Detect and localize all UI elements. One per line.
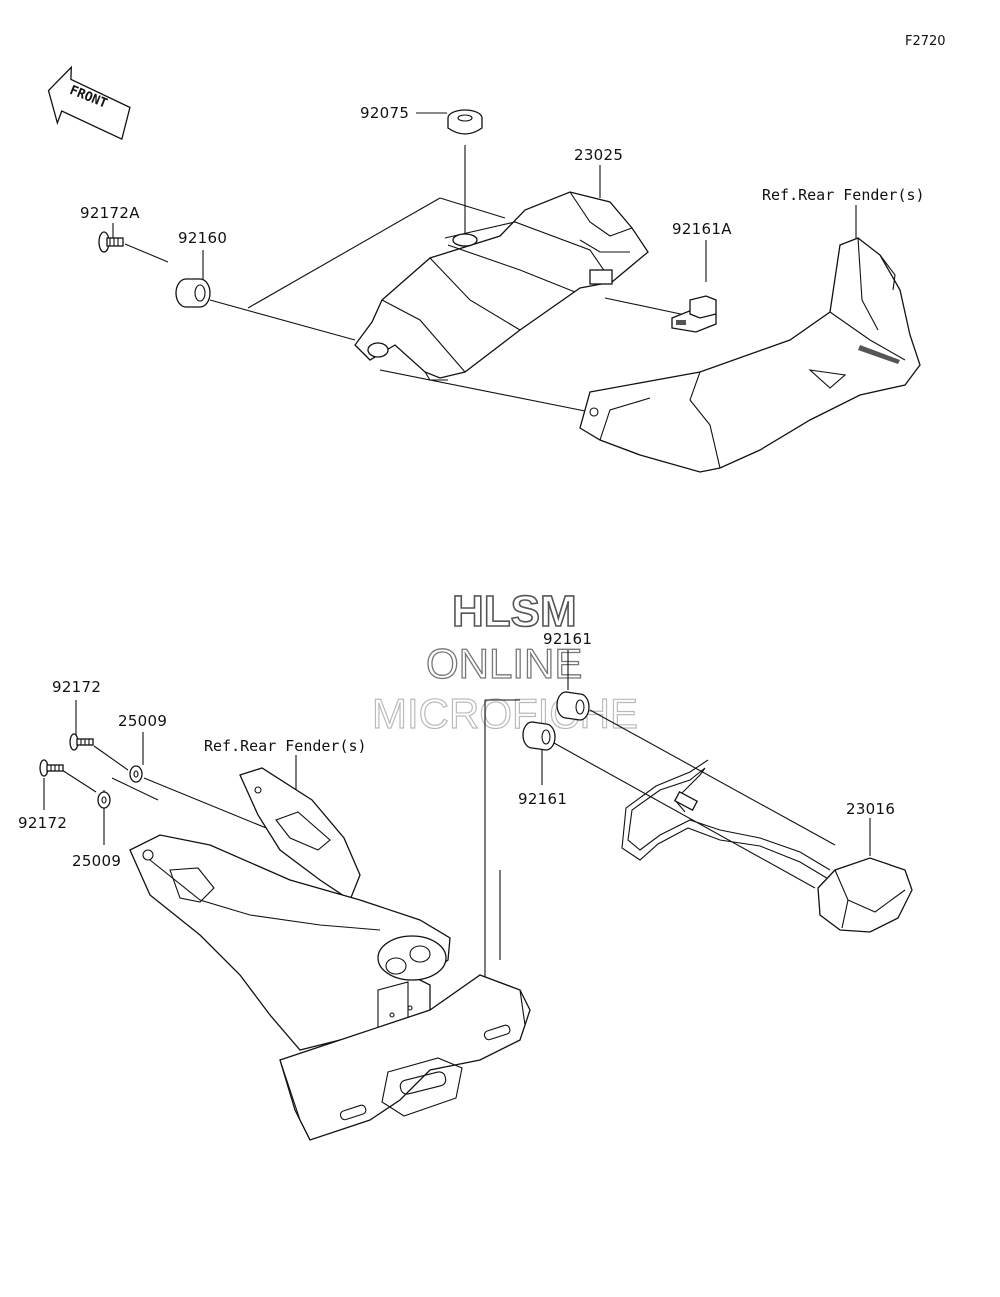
- lower-leader-lines: [43, 650, 871, 1020]
- label-92161A: 92161A: [672, 220, 732, 238]
- label-92161-upper: 92161: [543, 630, 592, 648]
- label-23025: 23025: [574, 146, 623, 164]
- label-25009-lower: 25009: [72, 852, 121, 870]
- grommet-92160: [175, 278, 211, 308]
- label-92172A: 92172A: [80, 204, 140, 222]
- label-ref-rear-fender-top: Ref.Rear Fender(s): [762, 186, 925, 204]
- label-92172-upper: 92172: [52, 678, 101, 696]
- label-ref-rear-fender-bottom: Ref.Rear Fender(s): [204, 737, 367, 755]
- label-92160: 92160: [178, 229, 227, 247]
- label-92075: 92075: [360, 104, 409, 122]
- label-23016: 23016: [846, 800, 895, 818]
- license-plate-bracket: [129, 834, 531, 1141]
- figure-code: F2720: [905, 34, 946, 49]
- rear-fender-upper: [579, 237, 921, 473]
- watermark: HLSM ONLINE MICROFICHE: [371, 586, 638, 737]
- washer-25009-lower: [97, 791, 111, 809]
- grommet-92075: [447, 109, 483, 135]
- connector-92161A: [671, 295, 717, 333]
- rear-fender-lower-ref: [239, 767, 361, 901]
- bolt-92172-upper: [69, 733, 94, 751]
- bolt-92172-lower: [39, 759, 64, 777]
- grommet-92161-lower: [522, 721, 556, 751]
- front-arrow-icon: FRONT: [47, 65, 131, 141]
- upper-leader-lines: [112, 112, 857, 413]
- watermark-line3: MICROFICHE: [372, 690, 638, 737]
- label-92161-lower: 92161: [518, 790, 567, 808]
- grommet-92161-upper: [556, 691, 590, 721]
- washer-25009-upper: [129, 765, 143, 783]
- watermark-line2: ONLINE: [426, 640, 582, 687]
- bolt-92172A: [98, 231, 124, 253]
- watermark-line1: HLSM: [452, 587, 577, 636]
- label-25009-upper: 25009: [118, 712, 167, 730]
- bracket-23025: [354, 191, 649, 381]
- license-lamp-23016: [621, 759, 913, 933]
- label-92172-lower: 92172: [18, 814, 67, 832]
